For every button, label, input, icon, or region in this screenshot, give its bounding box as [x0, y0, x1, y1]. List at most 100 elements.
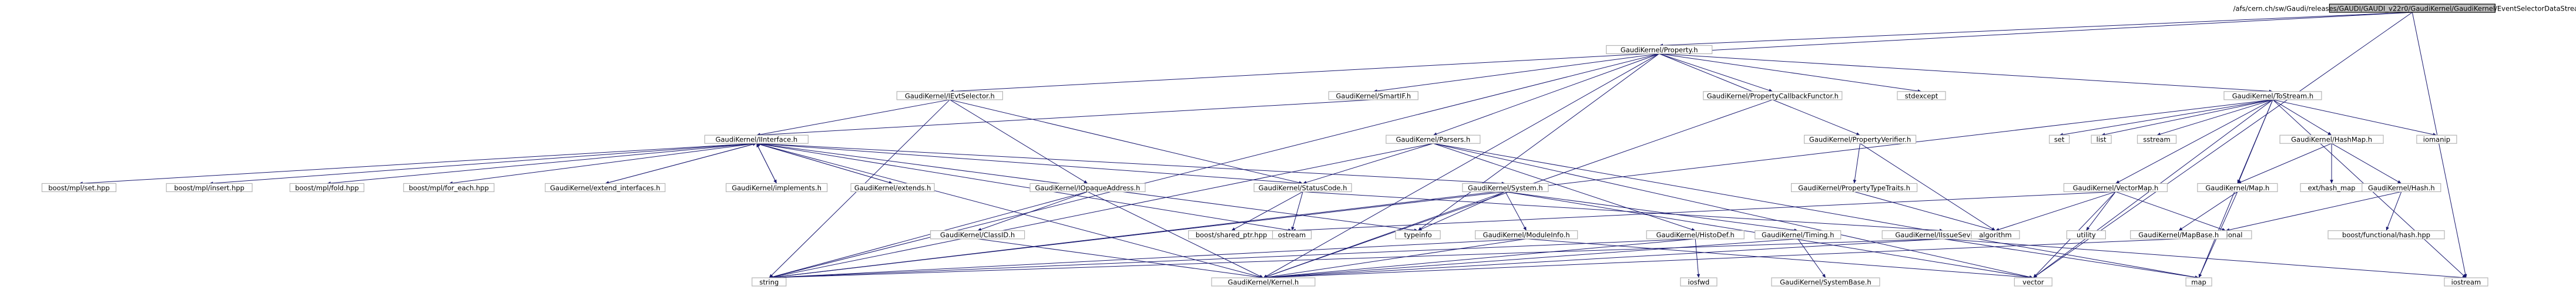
graph-edge: [1263, 238, 1944, 280]
edge-iissueseverity-to-iostream: [1943, 238, 2466, 280]
graph-node-smartif[interactable]: GaudiKernel/SmartIF.h: [1328, 91, 1418, 100]
graph-node-hashmap[interactable]: GaudiKernel/HashMap.h: [2279, 134, 2384, 144]
graph-node-iomanip[interactable]: iomanip: [2416, 134, 2457, 144]
graph-node-typeinfo[interactable]: typeinfo: [1395, 230, 1441, 240]
graph-node-sharedptr[interactable]: boost/shared_ptr.hpp: [1188, 230, 1275, 240]
graph-node-mplinsert[interactable]: boost/mpl/insert.hpp: [166, 183, 253, 193]
graph-node-utility[interactable]: utility: [2066, 230, 2106, 240]
graph-node-set[interactable]: set: [2049, 134, 2070, 144]
graph-node-mplfold[interactable]: boost/mpl/fold.hpp: [289, 183, 365, 193]
graph-nodes: /afs/cern.ch/sw/Gaudi/releases/GAUDI/GAU…: [41, 4, 2576, 287]
edge-tostream-to-set: [2059, 99, 2273, 136]
graph-edge: [209, 143, 757, 185]
node-label: GaudiKernel/implements.h: [732, 184, 821, 192]
graph-node-mplforeach[interactable]: boost/mpl/for_each.hpp: [403, 183, 495, 193]
node-label: boost/functional/hash.hpp: [2342, 231, 2430, 239]
node-box: [2066, 230, 2106, 240]
graph-node-vector[interactable]: vector: [2014, 277, 2052, 287]
edge-moduleinfo-to-kernel: [1263, 238, 1527, 279]
graph-node-extends[interactable]: GaudiKernel/extends.h: [850, 183, 935, 193]
graph-node-vectormap[interactable]: GaudiKernel/VectorMap.h: [2063, 183, 2168, 193]
node-label: GaudiKernel/extends.h: [854, 184, 931, 192]
edge-hashgk-to-functional: [2225, 191, 2401, 232]
graph-node-iinterface[interactable]: GaudiKernel/IInterface.h: [704, 134, 809, 144]
node-box: [1462, 183, 1549, 193]
graph-node-systembase[interactable]: GaudiKernel/SystemBase.h: [1771, 277, 1880, 287]
graph-node-stdexcept[interactable]: stdexcept: [1897, 91, 1946, 100]
graph-edge: [756, 99, 1374, 137]
graph-node-mapgk[interactable]: GaudiKernel/Map.h: [2197, 183, 2278, 193]
graph-node-tostream[interactable]: GaudiKernel/ToStream.h: [2223, 91, 2322, 100]
graph-node-sstream[interactable]: sstream: [2136, 134, 2177, 144]
graph-node-implements[interactable]: GaudiKernel/implements.h: [726, 183, 828, 193]
graph-node-system[interactable]: GaudiKernel/System.h: [1462, 183, 1549, 193]
edge-iinterface-to-mplforeach: [448, 143, 757, 185]
graph-node-parsers[interactable]: GaudiKernel/Parsers.h: [1386, 134, 1481, 144]
edge-property-to-smartif: [1373, 53, 1659, 93]
graph-node-histodef[interactable]: GaudiKernel/HistoDef.h: [1646, 230, 1745, 240]
edge-propverifier-to-proptypetraits: [1853, 143, 1861, 184]
graph-node-map[interactable]: map: [2185, 277, 2212, 287]
edge-classid-to-kernel: [977, 238, 1264, 279]
graph-node-timing[interactable]: GaudiKernel/Timing.h: [1755, 230, 1842, 240]
graph-node-boostfunctionalhash[interactable]: boost/functional/hash.hpp: [2327, 230, 2445, 240]
graph-node-ostream[interactable]: ostream: [1272, 230, 1312, 240]
graph-node-algorithm[interactable]: algorithm: [1971, 230, 2020, 240]
edge-mapgk-to-mapbase: [2178, 191, 2238, 231]
edge-system-to-timing: [1505, 191, 1798, 232]
node-label: GaudiKernel/ToStream.h: [2232, 92, 2313, 100]
edge-iinterface-to-system: [756, 143, 1505, 185]
graph-node-hashgk[interactable]: GaudiKernel/Hash.h: [2362, 183, 2441, 193]
edge-extendinterfaces-to-iinterface: [605, 143, 757, 184]
graph-edge: [1263, 238, 1696, 280]
graph-node-root[interactable]: /afs/cern.ch/sw/Gaudi/releases/GAUDI/GAU…: [2233, 4, 2576, 13]
graph-edge: [950, 99, 1303, 184]
edge-system-to-string: [769, 191, 1505, 280]
node-box: [2444, 277, 2488, 287]
node-box: [2014, 277, 2052, 287]
edge-moduleinfo-to-string: [769, 238, 1527, 280]
graph-node-string[interactable]: string: [752, 277, 787, 287]
graph-node-propverifier[interactable]: GaudiKernel/PropertyVerifier.h: [1803, 134, 1917, 144]
node-label: boost/mpl/set.hpp: [48, 184, 109, 192]
node-box: [1606, 45, 1713, 55]
graph-node-list[interactable]: list: [2091, 134, 2112, 144]
graph-node-iostream[interactable]: iostream: [2444, 277, 2488, 287]
edge-iinterface-to-mplinsert: [209, 143, 757, 185]
graph-node-statuscode[interactable]: GaudiKernel/StatusCode.h: [1253, 183, 1352, 193]
node-box: [1703, 91, 1843, 100]
graph-node-iosfwd[interactable]: iosfwd: [1680, 277, 1718, 287]
edge-timing-to-kernel: [1263, 238, 1798, 280]
graph-node-ievtselector[interactable]: GaudiKernel/IEvtSelector.h: [896, 91, 1003, 100]
graph-node-moduleinfo[interactable]: GaudiKernel/ModuleInfo.h: [1475, 230, 1578, 240]
graph-edge: [769, 191, 1088, 279]
graph-node-mapbase[interactable]: GaudiKernel/MapBase.h: [2130, 230, 2228, 240]
graph-node-property[interactable]: GaudiKernel/Property.h: [1606, 45, 1713, 55]
graph-node-exthashmap[interactable]: ext/hash_map: [2300, 183, 2363, 193]
edge-ievtselector-to-statuscode: [950, 99, 1303, 184]
node-label: iostream: [2451, 278, 2481, 287]
edge-property-to-stdexcept: [1659, 53, 1922, 93]
node-label: sstream: [2143, 136, 2170, 144]
graph-edge: [1433, 143, 2034, 279]
edge-parsers-to-statuscode: [1303, 143, 1434, 184]
edge-property-to-parsers: [1433, 53, 1659, 136]
graph-node-kernel[interactable]: GaudiKernel/Kernel.h: [1211, 277, 1316, 287]
graph-node-classid[interactable]: GaudiKernel/ClassID.h: [930, 230, 1025, 240]
graph-edge: [1659, 53, 1773, 92]
graph-node-propcallback[interactable]: GaudiKernel/PropertyCallbackFunctor.h: [1703, 91, 1843, 100]
graph-edge: [2386, 191, 2402, 231]
graph-node-iopaqueaddress[interactable]: GaudiKernel/IOpaqueAddress.h: [1029, 183, 1146, 193]
graph-node-proptypetraits[interactable]: GaudiKernel/PropertyTypeTraits.h: [1790, 183, 1918, 193]
graph-node-mplset[interactable]: boost/mpl/set.hpp: [41, 183, 117, 193]
graph-edge: [1854, 191, 1996, 231]
node-label: string: [759, 278, 779, 287]
node-box: [1253, 183, 1352, 193]
edge-smartif-to-iinterface: [756, 99, 1374, 137]
node-box: [289, 183, 365, 193]
node-label: GaudiKernel/Parsers.h: [1396, 136, 1471, 144]
graph-edge: [1659, 12, 2413, 48]
graph-node-extendinterfaces[interactable]: GaudiKernel/extend_interfaces.h: [545, 183, 666, 193]
edge-iopaqueaddress-to-classid: [977, 191, 1088, 231]
edge-implements-to-iinterface: [756, 143, 777, 184]
